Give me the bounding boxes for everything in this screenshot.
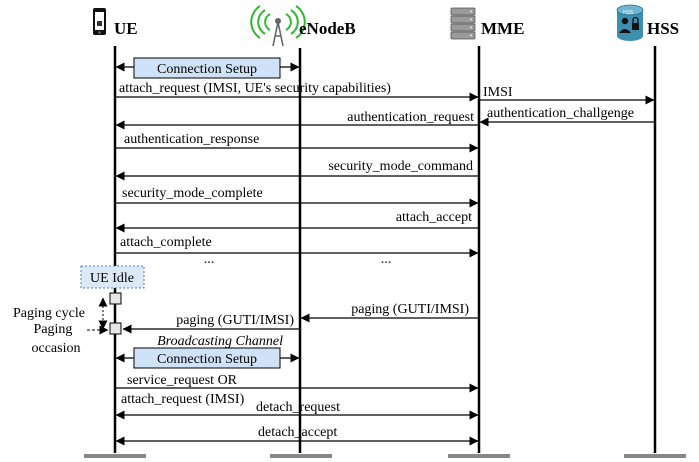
- svg-text:authentication_challgenge: authentication_challgenge: [487, 106, 634, 121]
- svg-text:UE Idle: UE Idle: [90, 271, 134, 286]
- msg-attach-complete: attach_complete: [115, 235, 479, 258]
- tower-icon: [250, 5, 306, 47]
- enodeb-header: eNodeB: [299, 19, 356, 38]
- msg-paging-enb: paging (GUTI/IMSI): [122, 313, 300, 334]
- mme-base: [448, 454, 510, 458]
- svg-text:IMSI: IMSI: [483, 85, 513, 100]
- svg-text:Paging: Paging: [34, 322, 73, 337]
- svg-text:authentication_response: authentication_response: [124, 132, 259, 147]
- svg-text:paging (GUTI/IMSI): paging (GUTI/IMSI): [351, 302, 469, 317]
- svg-text:Connection Setup: Connection Setup: [157, 352, 257, 367]
- msg-service-request: service_request OR attach_request (IMSI): [115, 373, 479, 407]
- svg-text:occasion: occasion: [32, 341, 81, 356]
- msg-security-mode-command: security_mode_command: [115, 159, 479, 181]
- msg-attach-accept: attach_accept: [115, 210, 479, 233]
- paging-cycle-indicator: Paging cycle: [13, 297, 108, 330]
- svg-text:security_mode_command: security_mode_command: [328, 159, 473, 174]
- hss-base: [624, 454, 686, 458]
- msg-authentication-request: authentication_request: [115, 110, 479, 130]
- connection-setup-1: Connection Setup: [115, 57, 300, 79]
- msg-paging-mme: paging (GUTI/IMSI): [300, 302, 479, 323]
- server-icon: [450, 7, 476, 40]
- msg-imsi: IMSI: [479, 85, 655, 105]
- paging-occasion-indicator: Paging occasion: [32, 322, 109, 356]
- svg-text:attach_request (IMSI): attach_request (IMSI): [121, 392, 245, 407]
- broadcasting-channel-label: Broadcasting Channel: [157, 334, 283, 349]
- ue-base: [84, 454, 146, 458]
- msg-attach-request-1: attach_request (IMSI, UE's security capa…: [115, 81, 479, 102]
- svg-text:authentication_request: authentication_request: [347, 110, 474, 125]
- svg-text:attach_accept: attach_accept: [396, 210, 472, 225]
- paging-occasion-marker-1: [109, 292, 122, 305]
- svg-text:detach_request: detach_request: [256, 400, 340, 415]
- ue-header: UE: [114, 19, 138, 38]
- ellipsis-ue-enb: ...: [204, 252, 215, 267]
- ue-idle-box: UE Idle: [80, 265, 145, 289]
- mme-header: MME: [481, 19, 524, 38]
- svg-text:detach_accept: detach_accept: [258, 425, 337, 440]
- msg-authentication-response: authentication_response: [115, 132, 479, 153]
- msg-detach-accept: detach_accept: [115, 425, 479, 446]
- svg-text:service_request OR: service_request OR: [127, 373, 238, 388]
- ellipsis-enb-mme: ...: [381, 252, 392, 267]
- paging-occasion-marker-2: [109, 322, 122, 335]
- svg-text:Paging cycle: Paging cycle: [13, 306, 85, 321]
- hss-database-icon: HSS: [616, 4, 644, 41]
- connection-setup-2: Connection Setup: [115, 347, 300, 369]
- hss-icon-label: HSS: [623, 10, 633, 16]
- svg-text:attach_complete: attach_complete: [120, 235, 212, 250]
- svg-text:attach_request (IMSI, UE's sec: attach_request (IMSI, UE's security capa…: [119, 81, 391, 96]
- enodeb-base: [270, 454, 332, 458]
- svg-text:paging (GUTI/IMSI): paging (GUTI/IMSI): [176, 313, 294, 328]
- msg-detach-request: detach_request: [115, 400, 479, 420]
- phone-icon: [93, 8, 106, 35]
- svg-text:security_mode_complete: security_mode_complete: [122, 186, 263, 201]
- msg-security-mode-complete: security_mode_complete: [115, 186, 479, 208]
- hss-header: HSS: [647, 19, 679, 38]
- msg-authentication-challenge: authentication_challgenge: [479, 106, 655, 127]
- svg-text:Connection Setup: Connection Setup: [157, 62, 257, 77]
